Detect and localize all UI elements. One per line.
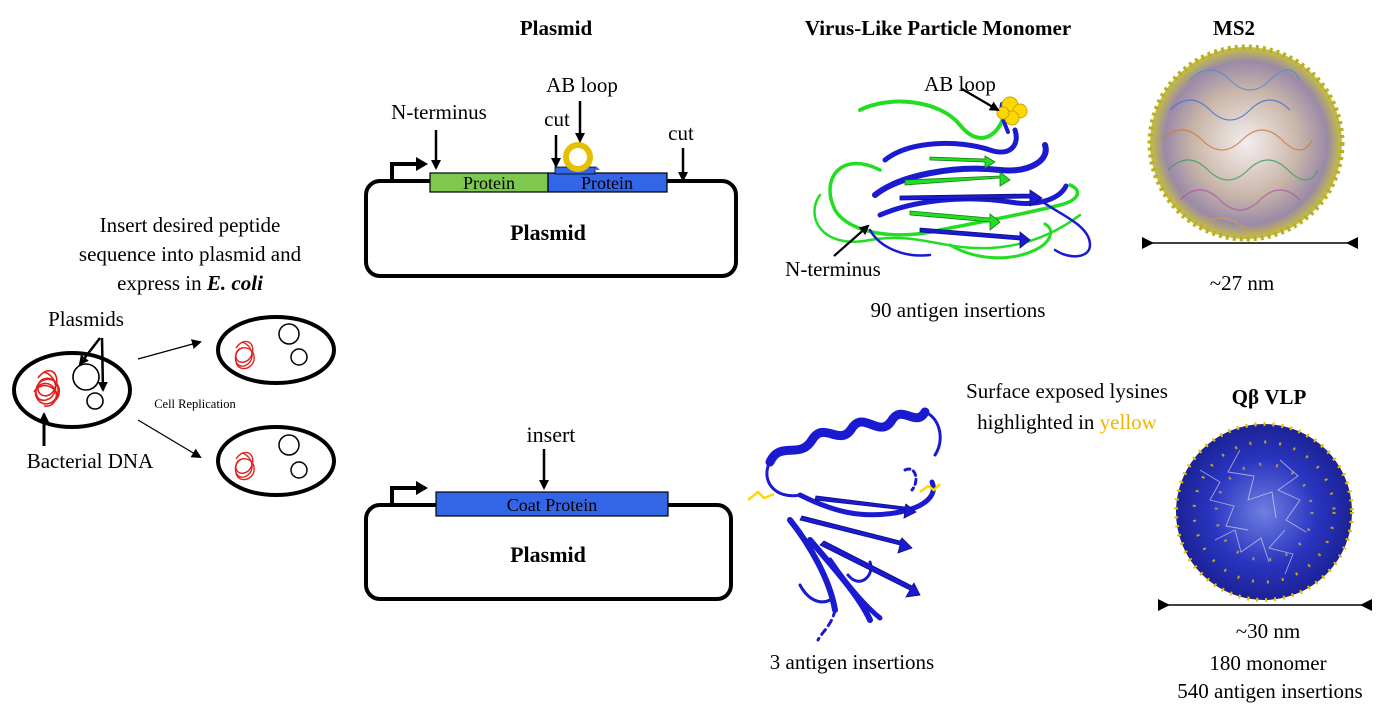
ab-loop-strand-arrow [594,166,600,170]
n-terminus-arrow-monomer [833,224,870,257]
plasmid-label: Plasmid [510,220,586,245]
qbeta-lysine-dots [1174,422,1354,602]
qbeta-size-label: ~30 nm [1236,619,1300,643]
daughter-plasmid-large [278,323,300,345]
cell-replication-label: Cell Replication [154,397,236,411]
ms2-plasmid-construct: Protein Protein Plasmid [364,142,738,278]
qbeta-capsid [1176,424,1352,600]
coat-protein-label: Coat Protein [507,495,598,515]
qbeta-monomer-count: 180 monomer [1209,651,1326,675]
ms2-capsid [1150,47,1342,239]
plasmids-arrow-large [78,337,101,366]
daughter-plasmid-small [290,461,308,479]
parent-bacterial-dna [33,369,60,407]
lysines-caption-color-word: yellow [1100,410,1158,434]
plasmid-label: Plasmid [510,542,586,567]
ab-loop-site [996,96,1028,126]
coat-protein-segment [435,491,669,517]
lysines-caption-line-1: Surface exposed lysines [966,379,1168,403]
qbeta-particle [1174,422,1354,602]
daughter-plasmid-large [278,434,300,456]
insert-label: insert [527,422,576,447]
vlp-monomer-header: Virus-Like Particle Monomer [805,16,1071,40]
qbeta-antigen-insertions: 540 antigen insertions [1177,679,1362,703]
ms2-particle [1147,44,1345,242]
plasmid-header: Plasmid [520,16,593,40]
ms2-header: MS2 [1213,16,1255,40]
daughter-cell-membrane [216,425,336,497]
ms2-monomer-insertions: 90 antigen insertions [871,298,1046,322]
parent-bacterium [12,351,132,429]
promoter-arrow-icon [390,162,418,181]
daughter-plasmid-small [290,348,308,366]
expression-caption: Insert desired peptide sequence into pla… [79,213,302,295]
parent-plasmid-large [72,363,100,391]
caption-line-1: Insert desired peptide [100,213,281,237]
ab-loop-label-plasmid: AB loop [546,73,618,97]
ms2-surface-dots [1147,44,1345,242]
ab-loop-arrow-monomer [961,88,1000,112]
promoter-arrowhead-icon [416,481,428,495]
parent-plasmid-small [86,392,104,410]
plasmids-arrow-small [97,337,108,392]
n-terminus-label-plasmid: N-terminus [391,100,487,124]
caption-line-3: express in E. coli [117,271,263,295]
qbeta-plasmid-construct: Coat Protein Plasmid [364,481,733,601]
ms2-monomer-structure [813,96,1092,260]
parent-cell-membrane [12,351,132,429]
qbeta-surface-lysines [747,483,941,501]
qbeta-header: Qβ VLP [1232,385,1307,409]
qbeta-monomer-insertions: 3 antigen insertions [770,650,934,674]
promoter-arrow-icon [390,486,418,505]
ab-loop-ring [563,142,593,172]
caption-line-2: sequence into plasmid and [79,242,302,266]
bacterial-dna-label: Bacterial DNA [27,449,154,473]
protein-label-left: Protein [463,173,515,193]
cut-label-left: cut [544,107,570,131]
caption-organism: E. coli [206,271,263,295]
daughter-bacterial-dna [234,451,255,481]
replication-arrow-lower [137,419,202,459]
protein-segment-blue [547,172,668,193]
protein-label-right: Protein [581,173,633,193]
qbeta-monomer-structure [747,407,942,642]
n-terminus-label-monomer: N-terminus [785,257,881,281]
lysines-caption-prefix: highlighted in [977,410,1100,434]
promoter-arrowhead-icon [416,157,428,171]
daughter-bacterium-upper [216,315,336,385]
ab-loop-label-monomer: AB loop [924,72,996,96]
daughter-bacterium-lower [216,425,336,497]
replication-arrow-upper [137,339,202,360]
lysines-caption-line-2: highlighted in yellow [977,410,1157,434]
daughter-cell-membrane [216,315,336,385]
cut-label-right: cut [668,121,694,145]
daughter-bacterial-dna [234,340,255,370]
plasmids-label: Plasmids [48,307,124,331]
caption-line-3-prefix: express in [117,271,207,295]
ms2-size-label: ~27 nm [1210,271,1274,295]
